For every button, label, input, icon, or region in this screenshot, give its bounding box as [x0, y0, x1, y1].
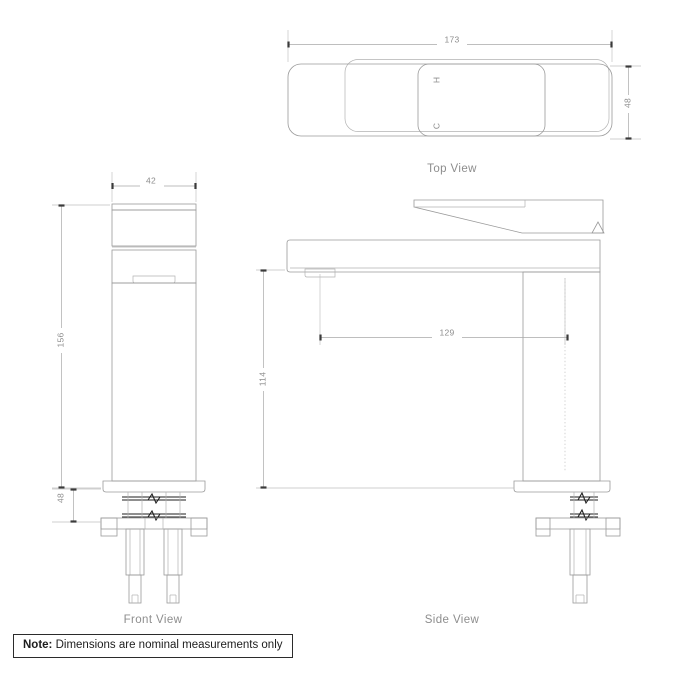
front-view-bracket-right-ear — [190, 517, 208, 537]
front-view-tail-right — [163, 528, 183, 604]
front-view-body-column — [111, 282, 197, 482]
front-view-bracket-left-ear — [100, 517, 118, 537]
front-view-spout-head — [111, 249, 197, 284]
top-view-group: H C 173 48 Top View — [287, 30, 641, 175]
note-text: Dimensions are nominal measurements only — [55, 639, 283, 651]
side-view-bracket-left-ear — [535, 517, 551, 537]
side-view-lever-pivot — [591, 221, 605, 234]
top-view-rear-body — [344, 59, 610, 132]
note-label: Note: — [23, 639, 53, 651]
svg-text:H: H — [431, 77, 441, 83]
dimension-front-thread: 48 — [52, 488, 101, 523]
side-view-body-column — [522, 271, 601, 482]
dimension-114-label: 114 — [257, 372, 267, 386]
side-view-label: Side View — [425, 614, 480, 626]
cold-marking: C — [431, 123, 441, 129]
top-view-main-body — [287, 63, 613, 137]
note-box: Note: Dimensions are nominal measurement… — [13, 634, 293, 659]
svg-text:C: C — [431, 123, 441, 129]
side-view-spout-arm — [286, 239, 601, 273]
front-view-base-flange — [102, 480, 206, 493]
dimension-front-height: 156 — [52, 204, 110, 489]
dimension-42-label: 42 — [146, 175, 156, 185]
dimension-side-height: 114 — [256, 269, 514, 489]
dimension-48-front-label: 48 — [55, 493, 65, 503]
hot-marking: H — [431, 77, 441, 83]
side-view-bracket-right-ear — [605, 517, 621, 537]
side-view-base-flange — [513, 480, 611, 493]
side-view-lever-handle — [413, 199, 604, 234]
top-view-handle-plate — [417, 63, 546, 137]
front-view-label: Front View — [124, 614, 183, 626]
dimension-173-label: 173 — [444, 34, 459, 44]
side-view-group: 129 114 Side View — [256, 199, 621, 626]
side-view-tail — [569, 528, 591, 604]
top-view-label: Top View — [427, 163, 477, 175]
dimension-156-label: 156 — [55, 332, 65, 347]
front-view-handle-block — [111, 209, 197, 247]
front-view-tail-left — [125, 528, 145, 604]
front-view-fixing-stack — [122, 492, 186, 522]
dimension-48-top-label: 48 — [622, 98, 632, 108]
dimension-129-label: 129 — [439, 327, 454, 337]
side-view-mount-bracket — [535, 517, 621, 530]
side-view-fixing-stack — [570, 491, 598, 522]
front-view-handle-cap — [111, 203, 197, 211]
dimension-side-reach: 129 — [319, 274, 569, 345]
dimension-top-length: 173 — [287, 30, 613, 62]
dimension-front-width: 42 — [111, 172, 197, 202]
side-view-spout-outlet — [304, 268, 336, 278]
front-view-spout-outlet — [132, 275, 176, 284]
dimension-top-width: 48 — [610, 65, 641, 140]
front-view-group: 42 156 48 Front View — [52, 172, 208, 626]
